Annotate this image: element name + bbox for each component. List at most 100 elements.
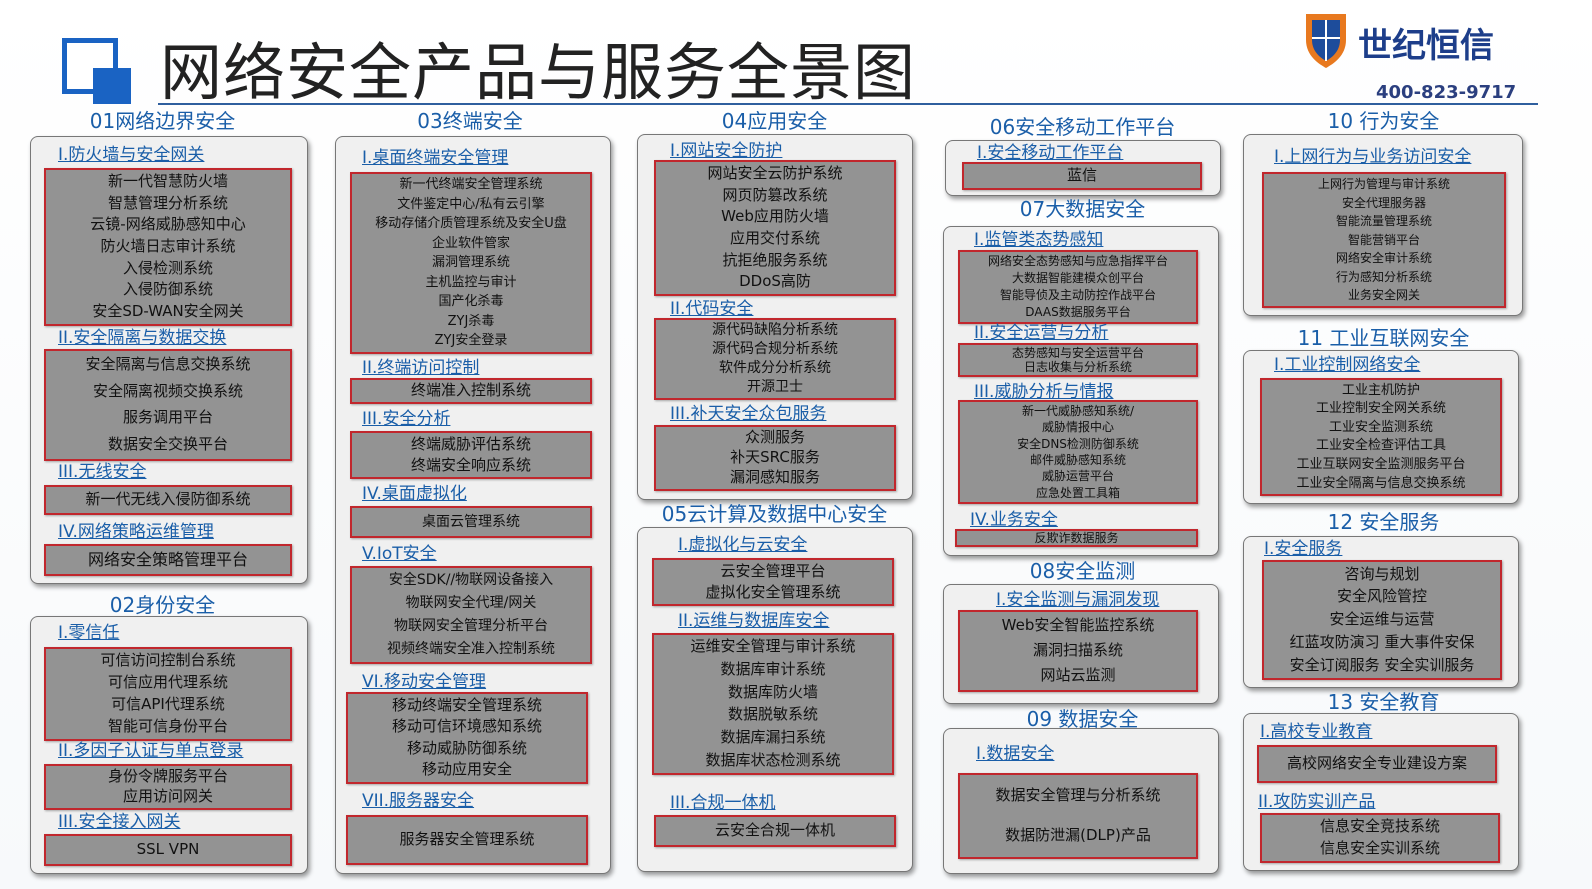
product-item: 网站安全云防护系统: [707, 163, 843, 182]
group-label[interactable]: I.零信任: [58, 623, 120, 643]
group-label[interactable]: III.无线安全: [58, 462, 147, 482]
brand-shield-icon: [1306, 14, 1346, 68]
product-box: 新一代无线入侵防御系统: [44, 485, 292, 515]
product-item: 应用访问网关: [122, 787, 213, 806]
logo-square-filled: [93, 68, 131, 104]
product-item: 运维安全管理与审计系统: [690, 637, 856, 656]
product-box: 高校网络安全专业建设方案: [1257, 745, 1497, 783]
product-item: 工业主机防护: [1341, 382, 1420, 398]
product-item: 高校网络安全专业建设方案: [1286, 754, 1467, 773]
group-label[interactable]: III.威胁分析与情报: [974, 382, 1114, 402]
product-item: 可信API代理系统: [111, 695, 225, 714]
product-item: 软件成分分析系统: [719, 360, 831, 377]
group-label[interactable]: II.安全隔离与数据交换: [58, 328, 227, 348]
group-label[interactable]: I.安全监测与漏洞发现: [996, 590, 1160, 610]
section-title: 01网络边界安全: [89, 109, 236, 133]
group-label[interactable]: II.代码安全: [670, 299, 754, 319]
group-label[interactable]: I.安全服务: [1264, 539, 1343, 559]
section-title: 03终端安全: [417, 109, 523, 133]
product-item: Web安全智能监控系统: [1001, 615, 1155, 634]
group-label[interactable]: II.多因子认证与单点登录: [58, 741, 244, 761]
product-item: 工业安全监测系统: [1328, 419, 1433, 435]
product-item: 漏洞管理系统: [431, 255, 510, 271]
group-label[interactable]: III.合规一体机: [670, 793, 776, 813]
product-item: 源代码缺陷分析系统: [712, 322, 838, 339]
group-label[interactable]: I.数据安全: [976, 744, 1055, 764]
product-item: 咨询与规划: [1344, 564, 1420, 583]
product-item: 蓝信: [1066, 166, 1097, 185]
group-label[interactable]: I.虚拟化与云安全: [678, 535, 808, 555]
product-box: 网络安全策略管理平台: [44, 544, 292, 576]
group-label[interactable]: I.工业控制网络安全: [1274, 355, 1421, 375]
product-item: 终端安全响应系统: [410, 455, 531, 474]
product-item: 可信访问控制台系统: [100, 651, 236, 670]
group-label[interactable]: V.IoT安全: [362, 544, 437, 564]
product-item: 网络安全策略管理平台: [87, 549, 248, 569]
product-item: Web应用防火墙: [721, 207, 829, 226]
product-item: 视频终端安全准入控制系统: [387, 641, 555, 658]
product-item: 数据防泄漏(DLP)产品: [1005, 826, 1151, 845]
product-item: 安全DNS检测防御系统: [1017, 436, 1139, 451]
group-label[interactable]: II.终端访问控制: [362, 358, 480, 378]
product-item: 信息安全实训系统: [1319, 839, 1440, 858]
product-item: SSL VPN: [136, 840, 200, 859]
section-title: 08安全监测: [1029, 559, 1136, 583]
product-item: 网站云监测: [1040, 666, 1116, 685]
product-item: 智慧管理分析系统: [107, 193, 228, 212]
section-title: 04应用安全: [721, 109, 828, 133]
product-item: 源代码合规分析系统: [712, 341, 838, 358]
product-item: 终端威胁评估系统: [410, 434, 531, 453]
product-item: 文件鉴定中心/私有云引擎: [397, 196, 545, 212]
product-item: 工业安全隔离与信息交换系统: [1296, 475, 1466, 491]
product-item: 数据安全交换平台: [107, 434, 228, 453]
group-label[interactable]: III.安全接入网关: [58, 812, 181, 832]
group-label[interactable]: III.补天安全众包服务: [670, 404, 827, 424]
product-item: 大数据智能建模众创平台: [1011, 271, 1144, 286]
group-label[interactable]: II.安全运营与分析: [974, 323, 1109, 343]
product-item: 主机监控与审计: [425, 274, 517, 290]
product-item: 数据脱敏系统: [727, 705, 818, 724]
product-item: 红蓝攻防演习 重大事件安保: [1289, 632, 1475, 651]
group-label[interactable]: I.高校专业教育: [1260, 722, 1373, 742]
group-label[interactable]: IV.桌面虚拟化: [362, 484, 467, 504]
product-item: 防火墙日志审计系统: [100, 237, 236, 256]
group-label[interactable]: IV.业务安全: [970, 510, 1058, 530]
group-label[interactable]: I.桌面终端安全管理: [362, 148, 509, 168]
section-title: 12 安全服务: [1327, 510, 1440, 534]
group-label[interactable]: III.安全分析: [362, 409, 451, 429]
product-item: 移动应用安全: [421, 760, 512, 779]
product-box: SSL VPN: [44, 834, 292, 866]
product-item: 智能营销平台: [1347, 232, 1420, 247]
section-title: 07大数据安全: [1019, 197, 1146, 221]
section-title: 11 工业互联网安全: [1297, 326, 1470, 350]
product-box: 移动终端安全管理系统移动可信环境感知系统移动威胁防御系统移动应用安全: [346, 692, 588, 784]
product-item: 移动存储介质管理系统及安全U盘: [375, 216, 567, 232]
product-item: 可信应用代理系统: [107, 673, 228, 692]
product-item: 抗拒绝服务系统: [722, 250, 828, 269]
product-box: 态势感知与安全运营平台日志收集与分析系统: [958, 343, 1198, 377]
group-label[interactable]: II.攻防实训产品: [1258, 792, 1376, 812]
group-label[interactable]: I.防火墙与安全网关: [58, 145, 205, 165]
group-label[interactable]: I.安全移动工作平台: [977, 143, 1124, 163]
group-label[interactable]: I.上网行为与业务访问安全: [1274, 147, 1472, 167]
product-box: 信息安全竞技系统信息安全实训系统: [1260, 813, 1500, 863]
group-label[interactable]: IV.网络策略运维管理: [58, 522, 214, 542]
group-label[interactable]: I.监管类态势感知: [974, 230, 1104, 250]
product-item: DDoS高防: [739, 272, 811, 291]
product-item: 安全SD-WAN安全网关: [92, 302, 244, 321]
group-label[interactable]: VI.移动安全管理: [362, 672, 487, 692]
group-label[interactable]: II.运维与数据库安全: [678, 611, 830, 631]
product-item: 国产化杀毒: [438, 294, 504, 310]
product-item: 上网行为管理与审计系统: [1317, 176, 1450, 191]
product-item: 安全SDK//物联网设备接入: [388, 572, 554, 589]
product-item: 网页防篡改系统: [722, 185, 828, 204]
product-box: 蓝信: [962, 162, 1202, 190]
group-label[interactable]: I.网站安全防护: [670, 141, 783, 161]
product-item: 众测服务: [744, 428, 805, 447]
product-box: Web安全智能监控系统漏洞扫描系统网站云监测: [958, 610, 1198, 692]
product-item: 桌面云管理系统: [422, 513, 520, 530]
product-box: 桌面云管理系统: [350, 506, 592, 538]
group-label[interactable]: VII.服务器安全: [362, 791, 475, 811]
